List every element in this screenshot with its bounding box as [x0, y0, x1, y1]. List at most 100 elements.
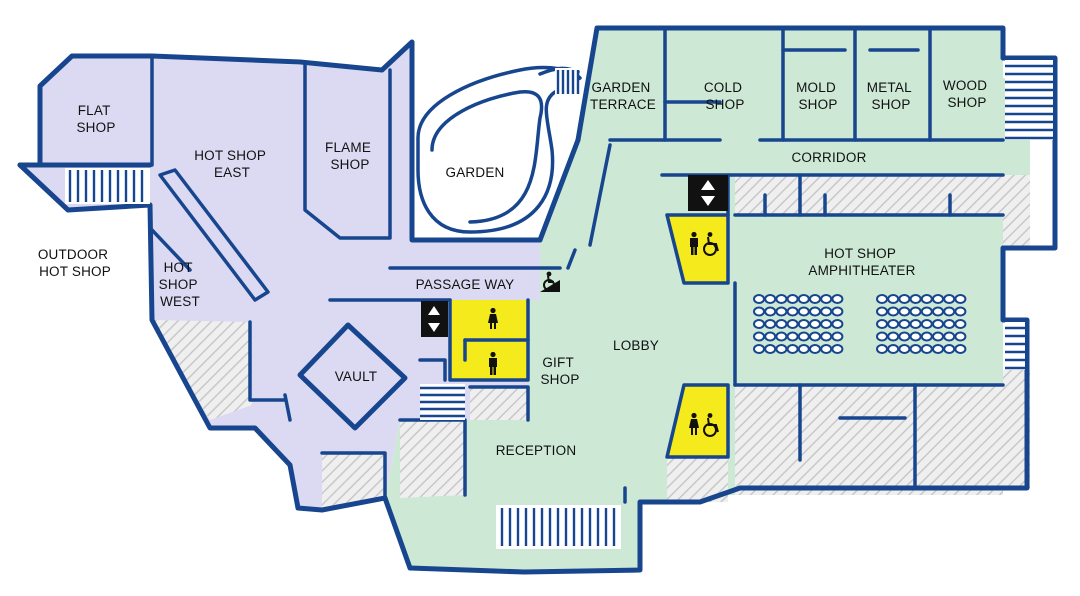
west-building-south-wall [147, 202, 388, 513]
amphitheater-seat [786, 344, 799, 354]
west-building-outer-wall [37, 39, 543, 243]
reception-stairs [496, 505, 621, 549]
amphitheater-seat [809, 331, 821, 342]
room-label-wood-shop[interactable]: WOOD SHOP [943, 78, 991, 110]
amphitheater-seat [786, 319, 799, 329]
amphitheater-seat [898, 306, 911, 317]
amphitheater-seat [753, 344, 765, 354]
amphitheater-seat [820, 344, 833, 354]
amphitheater-seat [797, 306, 810, 317]
amphitheater-seat [954, 331, 967, 342]
amphitheater-seat [943, 294, 956, 304]
elevator-icon[interactable] [688, 175, 728, 211]
all-gender-accessible-restroom-icon [689, 412, 719, 437]
amphitheater-seat [786, 331, 799, 342]
amphitheater-seat [831, 319, 844, 329]
amphitheater-seat [753, 294, 765, 304]
garden-inner-path [430, 89, 544, 224]
service-area-reception [400, 420, 465, 498]
room-label-garden[interactable]: GARDEN [446, 165, 505, 180]
amphitheater-seat [932, 331, 944, 342]
room-label-lobby[interactable]: LOBBY [613, 338, 659, 353]
amphitheater-seat [898, 319, 911, 329]
room-label-flame-shop[interactable]: FLAME SHOP [325, 140, 375, 172]
amphitheater-seat [797, 294, 810, 304]
room-label-mold-shop[interactable]: MOLD SHOP [796, 80, 840, 112]
garden-bed-outline [416, 65, 582, 234]
room-label-cold-shop[interactable]: COLD SHOP [704, 80, 746, 112]
amphitheater-seat [943, 331, 956, 342]
elevator-icon[interactable] [421, 301, 448, 337]
stair-wall-giftshop [418, 358, 447, 382]
amphitheater-seat [887, 319, 900, 329]
amphitheater-seat [831, 294, 844, 304]
amphitheater-seat [909, 306, 922, 317]
amphitheater-seat [775, 344, 788, 354]
restroom-zone-north [667, 215, 728, 283]
service-area-southeast [1003, 370, 1030, 488]
vault-wall [297, 322, 408, 431]
hot-shop-diagonal-bench [158, 168, 270, 302]
amphitheater-seat [809, 306, 821, 317]
service-wall-a [248, 320, 287, 402]
restroom-wall-south [665, 383, 730, 459]
east-building-west-wall [537, 137, 581, 243]
amphitheater-seat [831, 331, 844, 342]
amphitheater-seat [876, 306, 888, 317]
public-zone [385, 28, 1030, 572]
service-area-corridor [735, 175, 1003, 215]
service-area-giftshop [470, 387, 528, 420]
room-label-flat-shop[interactable]: FLAT SHOP [76, 103, 115, 135]
room-label-hot-shop-west[interactable]: HOT SHOP WEST [159, 260, 202, 309]
room-label-vault[interactable]: VAULT [335, 369, 378, 384]
amphitheater-seat [775, 294, 788, 304]
garden-stairs [555, 68, 580, 96]
amphitheater-seat [909, 319, 922, 329]
lobby-divider [566, 248, 577, 270]
amphitheater-seat [797, 344, 810, 354]
amphitheater-seat [809, 344, 821, 354]
room-label-reception[interactable]: RECEPTION [496, 443, 577, 458]
amphitheater-seat [809, 319, 821, 329]
service-wall-c [320, 451, 387, 500]
amphitheater-seat [820, 319, 833, 329]
room-label-hot-shop-amphitheater[interactable]: HOT SHOP AMPHITHEATER [808, 246, 915, 278]
amphitheater-seat [932, 319, 944, 329]
room-label-passage-way[interactable]: PASSAGE WAY [416, 277, 515, 292]
amphitheater-seat [898, 344, 911, 354]
room-label-outdoor-hot-shop[interactable]: OUTDOOR HOT SHOP [38, 247, 112, 279]
amphitheater-seat [786, 306, 799, 317]
room-label-hot-shop-east[interactable]: HOT SHOP EAST [194, 148, 270, 180]
amphitheater-seat [909, 331, 922, 342]
amphitheater-seating [753, 294, 967, 354]
room-label-gift-shop[interactable]: GIFT SHOP [540, 355, 579, 387]
outdoor-stairs [65, 168, 150, 204]
amphitheater-seat [898, 294, 911, 304]
stairs [65, 60, 1053, 549]
all-gender-accessible-restroom-icon [690, 231, 719, 256]
amphitheater-seat [954, 294, 967, 304]
amphitheater-seat [920, 306, 933, 317]
amphitheater-seat [943, 306, 956, 317]
amphitheater-seat [920, 331, 933, 342]
amphitheater-seat [764, 344, 777, 354]
amphitheater-seat [876, 344, 888, 354]
amphitheater-seat [809, 294, 821, 304]
room-label-corridor[interactable]: CORRIDOR [791, 150, 866, 165]
room-label-metal-shop[interactable]: METAL SHOP [867, 80, 915, 112]
amphitheater-seat [764, 294, 777, 304]
amphitheater-seat [786, 294, 799, 304]
room-label-garden-terrace[interactable]: GARDEN TERRACE [590, 80, 656, 112]
amphitheater-seat [932, 294, 944, 304]
giftshop-stairs [420, 384, 465, 420]
amphitheater-seat [954, 319, 967, 329]
mens-restroom-icon [489, 351, 497, 375]
amphitheater-seat [775, 331, 788, 342]
amphitheater-seat [764, 319, 777, 329]
service-area-west [150, 320, 252, 420]
service-wall-b [283, 393, 292, 422]
amphitheater-seat [932, 344, 944, 354]
amphitheater-seat [876, 294, 888, 304]
east-building-north-wall [575, 25, 1006, 143]
